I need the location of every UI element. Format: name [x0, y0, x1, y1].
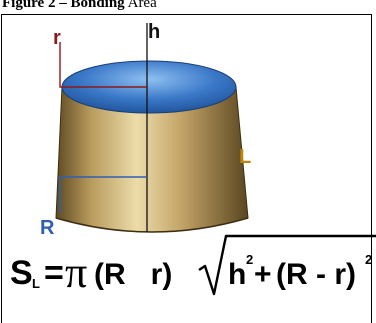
formula-lhs-sub: L [32, 276, 40, 291]
lateral-area-formula: S L = π (R r) h 2 + (R - r) 2 [10, 234, 376, 297]
large-radius-line [59, 176, 147, 213]
formula-paren: (R r) [94, 258, 172, 291]
frustum-bottom-rim [55, 217, 249, 233]
label-r: r [53, 27, 61, 49]
formula-rr-exp: 2 [365, 252, 372, 267]
formula-plus: + [254, 258, 272, 291]
label-R: R [40, 217, 55, 239]
formula-pi: π [65, 248, 87, 297]
formula-h: h [228, 258, 246, 291]
small-radius-line [59, 42, 147, 88]
caption-prefix: Figure 2 – Bonding [2, 0, 125, 11]
formula-equals: = [44, 254, 64, 292]
formula-lhs: S [10, 254, 33, 292]
formula-h-exp: 2 [246, 252, 253, 267]
caption-suffix: Area [127, 0, 157, 11]
label-h: h [148, 21, 160, 43]
figure-frame [1, 14, 372, 323]
radical-sign [198, 234, 376, 296]
figure-caption: Figure 2 – Bonding Area [2, 0, 157, 12]
label-L: L [239, 146, 251, 168]
formula-rr: (R - r) [276, 258, 356, 291]
